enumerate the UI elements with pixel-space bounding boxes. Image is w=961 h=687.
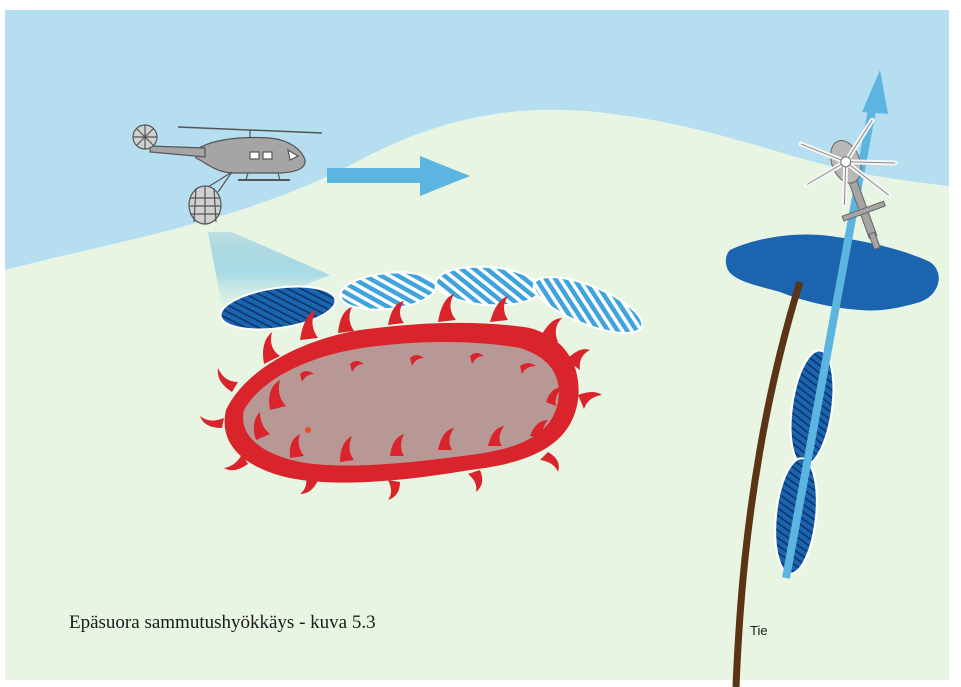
left-margin [0, 0, 5, 687]
diagram-caption: Epäsuora sammutushyökkäys - kuva 5.3 [69, 612, 376, 634]
road-label: Tie [750, 623, 768, 638]
